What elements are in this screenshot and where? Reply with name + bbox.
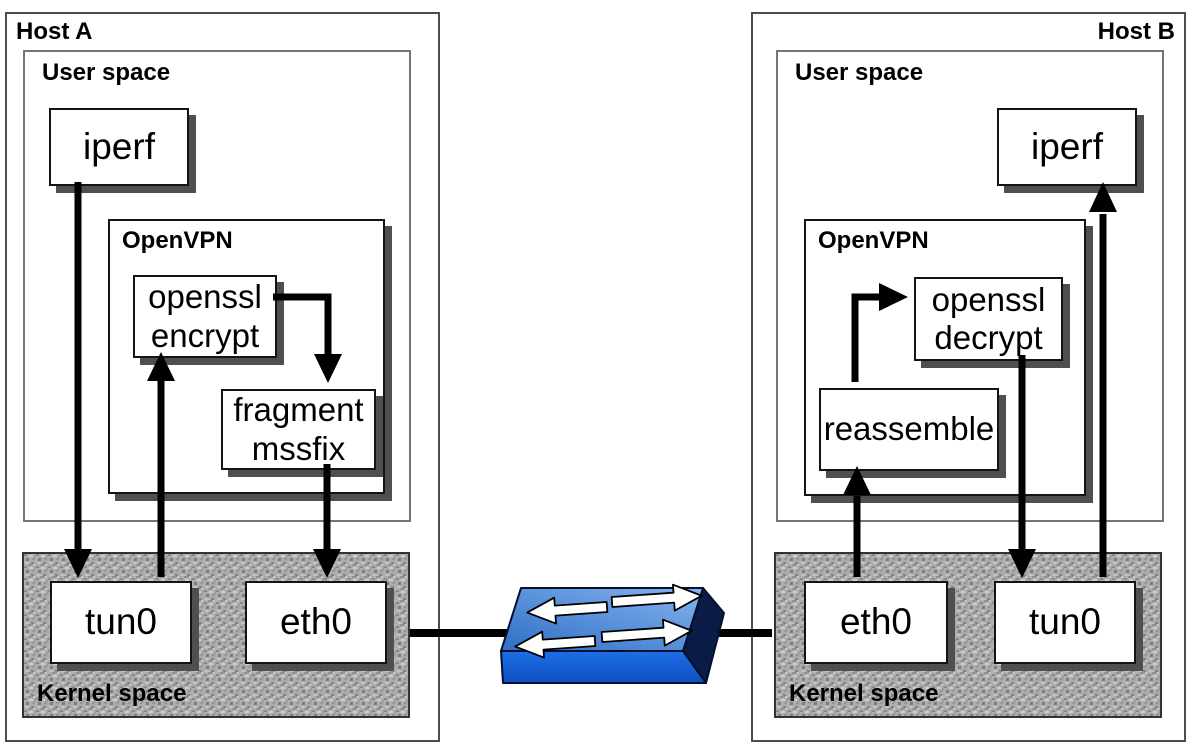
- kernel-space-a: Kernel space tun0 eth0: [22, 552, 410, 718]
- reassemble-label: reassemble: [823, 410, 995, 448]
- tun0-label-b: tun0: [1028, 601, 1101, 643]
- eth0-label-b: eth0: [839, 601, 912, 643]
- switch-front-face: [500, 650, 707, 684]
- host-a-title: Host A: [16, 18, 93, 45]
- eth0-label-a: eth0: [279, 601, 352, 643]
- eth0-box-b: eth0: [804, 581, 948, 664]
- tun0-box-b: tun0: [994, 581, 1136, 664]
- fragment-line2: mssfix: [251, 429, 346, 467]
- openvpn-b-title: OpenVPN: [818, 227, 929, 254]
- kernel-space-b: Kernel space eth0 tun0: [774, 552, 1162, 718]
- tun0-box-a: tun0: [50, 581, 192, 664]
- openssl-encrypt-line2: encrypt: [150, 316, 260, 354]
- eth0-box-a: eth0: [245, 581, 387, 664]
- switch-side-face: [682, 587, 725, 684]
- openssl-encrypt-box: openssl encrypt: [133, 275, 277, 358]
- iperf-box-b: iperf: [997, 108, 1137, 186]
- user-space-b-title: User space: [795, 59, 924, 86]
- iperf-box-a: iperf: [49, 108, 189, 186]
- reassemble-box: reassemble: [819, 388, 999, 471]
- user-space-b: User space iperf OpenVPN openssl decrypt…: [776, 50, 1164, 522]
- host-b-box: Host B User space iperf OpenVPN openssl …: [751, 12, 1186, 742]
- fragment-line1: fragment: [233, 391, 364, 429]
- switch-arrow-left-1-icon: [526, 596, 609, 625]
- switch-arrow-left-2-icon: [514, 630, 597, 659]
- tun0-label-a: tun0: [84, 601, 157, 643]
- openssl-decrypt-box: openssl decrypt: [914, 277, 1063, 361]
- kernel-space-b-title: Kernel space: [789, 680, 939, 707]
- openvpn-box-a: OpenVPN openssl encrypt fragment mssfix: [108, 219, 385, 494]
- network-switch-icon: [500, 583, 725, 684]
- iperf-label-b: iperf: [1031, 125, 1103, 167]
- iperf-label-a: iperf: [83, 125, 155, 167]
- fragment-mssfix-box: fragment mssfix: [221, 389, 376, 470]
- openvpn-box-b: OpenVPN openssl decrypt reassemble: [804, 219, 1086, 496]
- openssl-encrypt-line1: openssl: [148, 278, 262, 316]
- user-space-a-title: User space: [42, 59, 171, 86]
- openssl-decrypt-line2: decrypt: [934, 319, 1043, 356]
- switch-arrow-right-1-icon: [610, 583, 703, 612]
- kernel-space-a-title: Kernel space: [37, 680, 187, 707]
- switch-top-face: [500, 587, 704, 652]
- user-space-a: User space iperf OpenVPN openssl encrypt…: [23, 50, 411, 522]
- host-b-title: Host B: [1097, 18, 1175, 45]
- openvpn-a-title: OpenVPN: [122, 227, 233, 254]
- openssl-decrypt-line1: openssl: [931, 280, 1046, 318]
- switch-arrow-right-2-icon: [600, 618, 693, 647]
- host-a-box: Host A User space iperf OpenVPN openssl …: [5, 12, 440, 742]
